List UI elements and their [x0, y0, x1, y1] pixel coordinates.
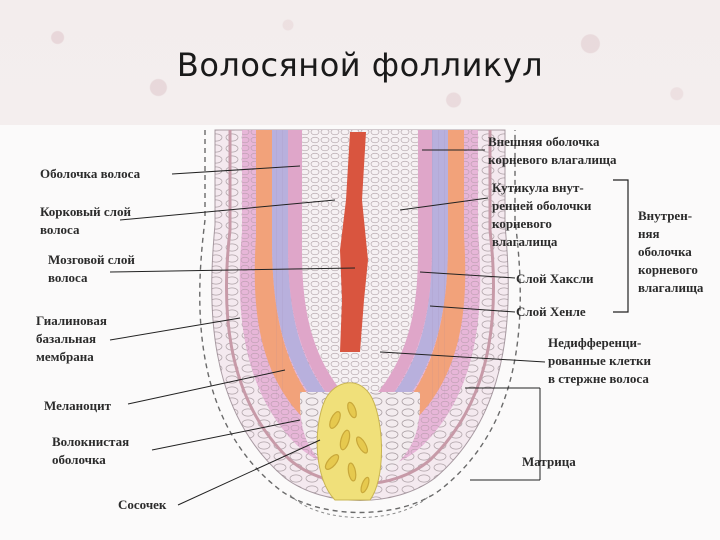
label-henle: Слой Хенле — [516, 304, 586, 319]
label-outer-sheath-2: корневого влагалища — [488, 152, 617, 167]
cuticle-layer — [288, 130, 342, 398]
hair-medulla — [340, 132, 368, 352]
label-medulla-2: волоса — [48, 270, 88, 285]
label-irs-1: Внутрен- — [638, 208, 692, 223]
label-matrix: Матрица — [522, 454, 576, 469]
label-undiff-2: рованные клетки — [548, 353, 652, 368]
label-papilla: Сосочек — [118, 497, 167, 512]
label-irs-2: няя — [638, 226, 660, 241]
label-undiff-3: в стержне волоса — [548, 371, 649, 386]
label-undiff-1: Недифференци- — [548, 335, 641, 350]
label-cuticle-3: корневого — [492, 216, 552, 231]
label-huxley: Слой Хаксли — [516, 271, 594, 286]
label-fibrous-2: оболочка — [52, 452, 106, 467]
henle-layer — [254, 130, 320, 420]
label-cuticle-4: влагалища — [492, 234, 558, 249]
page-title: Волосяной фолликул — [176, 46, 544, 84]
label-glassy-1: Гиалиновая — [36, 313, 107, 328]
label-cuticle-1: Кутикула внут- — [492, 180, 584, 195]
label-cortex-2: волоса — [40, 222, 80, 237]
label-cortex-1: Корковый слой — [40, 204, 131, 219]
label-glassy-3: мембрана — [36, 349, 94, 364]
label-outer-sheath-1: Внешняя оболочка — [488, 134, 600, 149]
label-irs-4: корневого — [638, 262, 698, 277]
fibrous-sheath-outline — [199, 130, 521, 514]
label-glassy-2: базальная — [36, 331, 96, 346]
inner-root-sheath-bracket — [613, 179, 629, 313]
pointer-lines — [109, 149, 546, 506]
label-fibrous-1: Волокнистая — [52, 434, 129, 449]
background-texture — [0, 0, 720, 125]
label-irs-5: влагалища — [638, 280, 704, 295]
label-hair-sheath: Оболочка волоса — [40, 166, 141, 181]
label-cuticle-2: ренней оболочки — [492, 198, 592, 213]
label-medulla-1: Мозговой слой — [48, 252, 135, 267]
label-irs-3: оболочка — [638, 244, 692, 259]
label-melanocyte: Меланоцит — [44, 398, 112, 413]
